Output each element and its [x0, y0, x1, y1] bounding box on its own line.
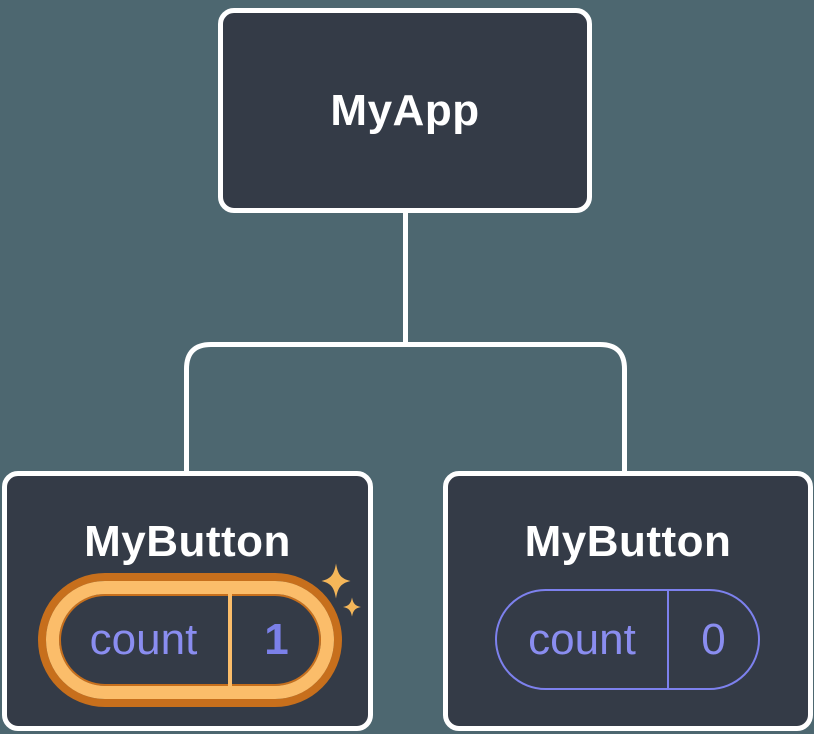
node-mybutton-right-label: MyButton — [524, 517, 732, 566]
state-value-label: 0 — [701, 614, 726, 664]
node-myapp: MyApp — [218, 8, 592, 213]
state-value-label: 1 — [264, 615, 289, 664]
node-myapp-label: MyApp — [330, 85, 480, 135]
state-pill-highlighted: count 1 — [46, 581, 334, 699]
state-key-label: count — [528, 614, 636, 664]
node-mybutton-right: MyButton count 0 — [443, 471, 813, 731]
state-pill-divider — [228, 594, 232, 686]
node-mybutton-left: MyButton count 1 — [2, 471, 373, 731]
node-mybutton-left-label: MyButton — [84, 517, 291, 566]
state-pill: count 0 — [495, 589, 760, 690]
state-key-cell: count — [497, 591, 667, 688]
state-key-label: count — [89, 615, 198, 664]
state-value-cell: 1 — [232, 594, 321, 686]
connector-branch — [184, 342, 627, 473]
state-key-cell: count — [59, 594, 228, 686]
state-pill-divider — [667, 591, 669, 688]
state-value-cell: 0 — [669, 591, 758, 688]
